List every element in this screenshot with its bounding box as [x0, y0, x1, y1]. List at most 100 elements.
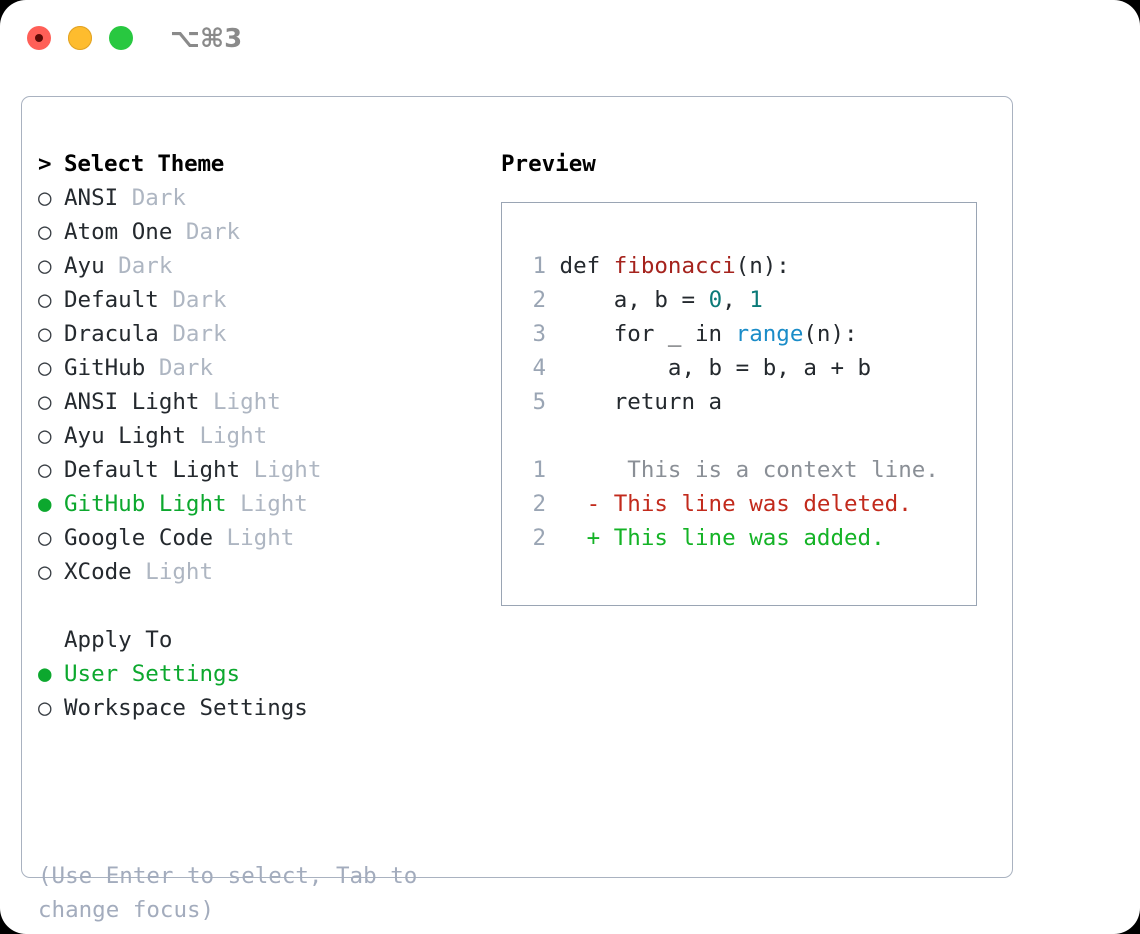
diff-line-text: This is a context line.	[546, 457, 939, 483]
apply-to-options-list[interactable]: ● User Settings ○ Workspace Settings	[38, 657, 488, 725]
line-number: 1	[532, 253, 546, 279]
code-token-fn: fibonacci	[613, 253, 736, 279]
select-theme-heading-label: Select Theme	[64, 151, 225, 177]
theme-variant-tag: Dark	[158, 287, 227, 313]
theme-variant-tag: Light	[199, 389, 281, 415]
theme-option-label: ANSI Light	[64, 389, 200, 415]
radio-unselected-icon[interactable]: ○	[38, 457, 52, 483]
radio-unselected-icon[interactable]: ○	[38, 559, 52, 585]
theme-option-label: Ayu	[64, 253, 105, 279]
theme-variant-tag: Dark	[145, 355, 214, 381]
theme-option-github[interactable]: ○ GitHub Dark	[38, 351, 488, 385]
theme-picker-panel: > Select Theme ○ ANSI Dark ○ Atom One Dark ○ A…	[21, 96, 1013, 923]
diff-line-text: - This line was deleted.	[546, 491, 912, 517]
minimize-button[interactable]	[68, 26, 92, 50]
diff-line-ctx: 1 This is a context line.	[522, 453, 939, 487]
diff-line-del: 2 - This line was deleted.	[522, 487, 939, 521]
radio-unselected-icon[interactable]: ○	[38, 253, 52, 279]
theme-option-label: GitHub	[64, 355, 146, 381]
maximize-button[interactable]	[109, 26, 133, 50]
apply-to-heading: Apply To	[38, 623, 488, 657]
keyboard-hint-text: (Use Enter to select, Tab to change focu…	[38, 863, 418, 923]
code-token-plain: (n):	[735, 253, 790, 279]
line-number: 2	[532, 287, 546, 313]
theme-option-label: XCode	[64, 559, 132, 585]
theme-option-atom-one[interactable]: ○Atom One Dark	[38, 215, 488, 249]
theme-option-label: ANSI	[64, 185, 119, 211]
code-line: 3 for _ in range(n):	[522, 317, 939, 351]
traffic-light-controls	[27, 26, 133, 50]
preview-heading: Preview	[501, 151, 596, 177]
window-titlebar: ⌥⌘3	[0, 0, 1140, 78]
close-button[interactable]	[27, 26, 51, 50]
theme-option-default-light[interactable]: ○ Default Light Light	[38, 453, 488, 487]
theme-option-ansi-light[interactable]: ○ ANSI Light Light	[38, 385, 488, 419]
theme-option-ansi[interactable]: ○ ANSI Dark	[38, 181, 488, 215]
radio-unselected-icon[interactable]: ○	[38, 695, 52, 721]
code-token-plain: return a	[559, 389, 723, 415]
code-token-plain: for _ in	[559, 321, 736, 347]
code-token-plain: ,	[722, 287, 750, 313]
code-token-plain: def	[559, 253, 614, 279]
theme-option-google-code[interactable]: ○Google Code Light	[38, 521, 488, 555]
theme-list-column: > Select Theme ○ ANSI Dark ○ Atom One Dark ○ A…	[38, 147, 488, 725]
theme-option-label: Atom One	[64, 219, 173, 245]
theme-variant-tag: Light	[213, 525, 295, 551]
radio-unselected-icon[interactable]: ○	[38, 355, 52, 381]
code-line: 5 return a	[522, 385, 939, 419]
radio-unselected-icon[interactable]: ○	[38, 525, 52, 551]
theme-variant-tag: Dark	[118, 185, 186, 211]
theme-option-default[interactable]: ○Default Dark	[38, 283, 488, 317]
theme-option-xcode[interactable]: ○ XCode Light	[38, 555, 488, 589]
radio-selected-icon[interactable]: ●	[38, 491, 52, 517]
diff-sample: 1 This is a context line.2 - This line w…	[522, 453, 939, 555]
code-token-plain: (n):	[803, 321, 858, 347]
line-number: 2	[532, 491, 546, 517]
radio-unselected-icon[interactable]: ○	[38, 321, 52, 347]
diff-line-add: 2 + This line was added.	[522, 521, 939, 555]
section-spacer	[38, 589, 488, 623]
code-line: 2 a, b = 0, 1	[522, 283, 939, 317]
theme-option-label: Dracula	[64, 321, 159, 347]
theme-variant-tag: Light	[240, 457, 322, 483]
theme-variant-tag: Light	[185, 423, 268, 449]
radio-unselected-icon[interactable]: ○	[38, 219, 52, 245]
theme-variant-tag: Light	[226, 491, 308, 517]
theme-option-dracula[interactable]: ○ Dracula Dark	[38, 317, 488, 351]
theme-option-label: Ayu Light	[64, 423, 186, 449]
code-token-plain: a, b = b, a + b	[559, 355, 872, 381]
code-token-num: 1	[749, 287, 763, 313]
line-number: 1	[532, 457, 546, 483]
code-diff-spacer	[522, 419, 939, 453]
theme-variant-tag: Dark	[104, 253, 173, 279]
radio-unselected-icon[interactable]: ○	[38, 423, 52, 449]
apply-to-option-label: User Settings	[64, 661, 241, 687]
code-line: 4 a, b = b, a + b	[522, 351, 939, 385]
line-number: 4	[532, 355, 546, 381]
theme-variant-tag: Light	[131, 559, 214, 585]
radio-unselected-icon[interactable]: ○	[38, 287, 52, 313]
code-token-plain: a, b =	[559, 287, 709, 313]
apply-to-heading-label: Apply To	[64, 627, 173, 653]
diff-line-text: + This line was added.	[546, 525, 885, 551]
line-number: 5	[532, 389, 546, 415]
radio-selected-icon[interactable]: ●	[38, 661, 52, 687]
theme-options-list[interactable]: ○ANSI Dark○Atom One Dark○Ayu Dark○Defaul…	[38, 181, 488, 589]
keyboard-shortcut-label: ⌥⌘3	[170, 24, 243, 54]
radio-unselected-icon[interactable]: ○	[38, 185, 52, 211]
apply-to-option-label: Workspace Settings	[64, 695, 308, 721]
theme-variant-tag: Dark	[158, 321, 227, 347]
theme-option-label: Default Light	[64, 457, 241, 483]
theme-option-github-light[interactable]: ●GitHub Light Light	[38, 487, 488, 521]
theme-option-ayu[interactable]: ○ Ayu Dark	[38, 249, 488, 283]
apply-to-option-user-settings[interactable]: ● User Settings	[38, 657, 488, 691]
line-number: 3	[532, 321, 546, 347]
prompt-caret-icon: >	[38, 151, 52, 177]
theme-option-ayu-light[interactable]: ○ Ayu Light Light	[38, 419, 488, 453]
radio-unselected-icon[interactable]: ○	[38, 389, 52, 415]
apply-to-option-workspace-settings[interactable]: ○ Workspace Settings	[38, 691, 488, 725]
